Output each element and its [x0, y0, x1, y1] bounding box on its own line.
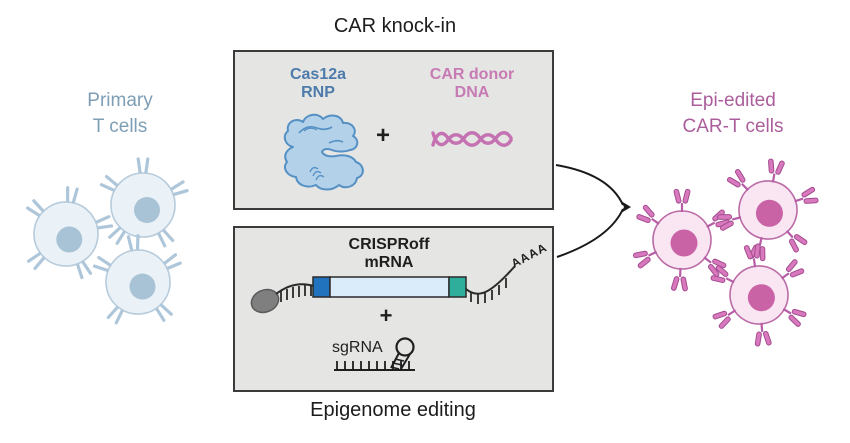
car-knockin-title: CAR knock-in [333, 15, 457, 37]
merge-arrow-icon [555, 164, 631, 258]
primary-t-cells-label: Primary T cells [60, 88, 180, 140]
mrna-utr5-box [312, 276, 331, 298]
t-cell-icon [19, 183, 116, 281]
cas12a-rnp-label: Cas12a RNP [258, 66, 378, 102]
primary-t-cells-graphic [15, 150, 235, 340]
crisproff-label-line1: CRISPRoff [348, 236, 430, 253]
sgrna-label: sgRNA [332, 339, 383, 356]
crisproff-label-line2: mRNA [364, 254, 414, 271]
plus-sign-bottom: + [379, 303, 393, 328]
car-donor-label-line1: CAR donor [429, 66, 515, 83]
cas12a-label-line1: Cas12a [289, 66, 347, 83]
car-t-cell-icon [702, 238, 814, 353]
car-knockin-box [233, 50, 554, 210]
primary-label-line1: Primary [87, 90, 153, 111]
primary-label-line2: T cells [92, 116, 148, 137]
car-donor-dna-label: CAR donor DNA [412, 66, 532, 102]
mrna-construct-icon: AAAA [250, 240, 550, 314]
plus-sign-top: + [375, 122, 390, 149]
cas12a-label-line2: RNP [301, 84, 335, 101]
car-donor-dna-icon [431, 131, 513, 147]
sgrna-hairpin-icon [334, 337, 415, 371]
mrna-utr3-box [448, 276, 467, 298]
crisproff-mrna-label: CRISPRoff mRNA [329, 236, 449, 272]
polya-tail-label: AAAA [509, 240, 550, 271]
car-t-cell-icon [710, 151, 825, 269]
epigenome-box-graphics: AAAA [250, 240, 550, 371]
car-t-cells-graphic [628, 150, 850, 345]
epigenome-editing-title: Epigenome editing [310, 399, 476, 421]
car-donor-label-line2: DNA [454, 84, 490, 101]
epi-label-line1: Epi-edited [690, 90, 776, 111]
mrna-cap-icon [250, 288, 280, 314]
epi-edited-car-t-label: Epi-edited CAR-T cells [653, 88, 813, 140]
t-cell-icon [101, 159, 187, 246]
cas12a-rnp-icon [283, 113, 364, 191]
car-knockin-box-graphics [283, 113, 513, 191]
arrowhead [621, 201, 631, 213]
mrna-cds-box [329, 276, 450, 298]
t-cell-icon [92, 232, 186, 327]
epi-label-line2: CAR-T cells [682, 116, 784, 137]
